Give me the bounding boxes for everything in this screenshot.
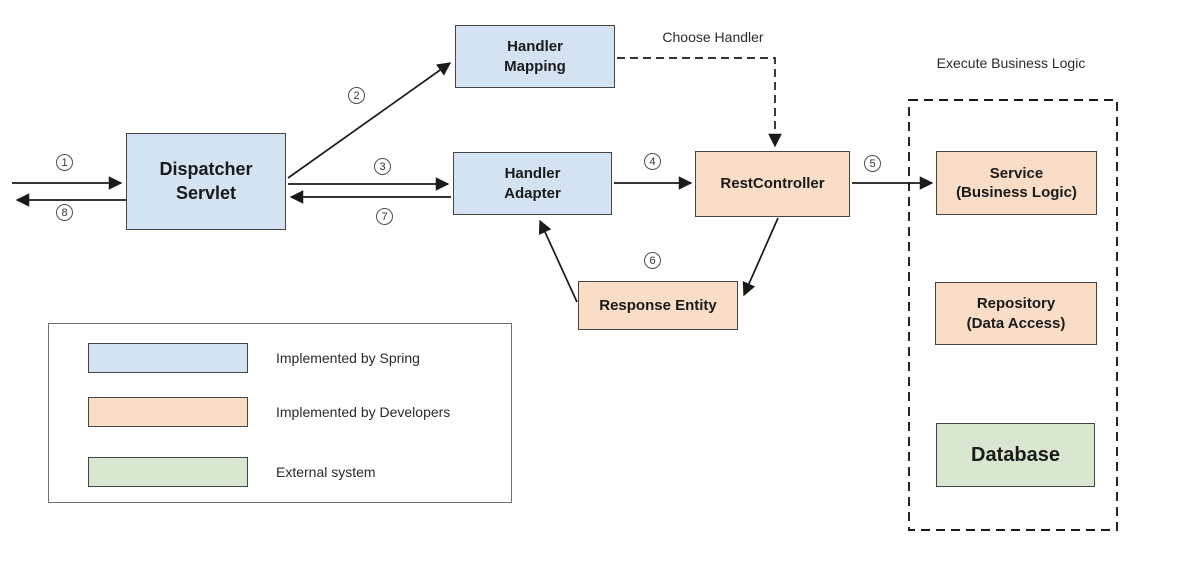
node-response-entity: Response Entity <box>578 281 738 330</box>
node-database: Database <box>936 423 1095 487</box>
node-dispatcher-servlet: Dispatcher Servlet <box>126 133 286 230</box>
legend: Implemented by Spring Implemented by Dev… <box>48 323 512 503</box>
step-marker-7: 7 <box>376 208 393 225</box>
step-marker-4: 4 <box>644 153 661 170</box>
choose-handler-label: Choose Handler <box>662 29 764 45</box>
legend-label-spring: Implemented by Spring <box>276 350 420 366</box>
arrow-step-6-to-response-entity <box>742 217 779 297</box>
node-handler-mapping: Handler Mapping <box>455 25 615 88</box>
arrow-step-2-to-handler-mapping <box>287 62 452 179</box>
node-rest-controller: RestController <box>695 151 850 217</box>
execute-business-logic-label: Execute Business Logic <box>936 55 1086 71</box>
legend-label-developer: Implemented by Developers <box>276 404 451 420</box>
node-handler-adapter: Handler Adapter <box>453 152 612 215</box>
arrow-step-6-to-handler-adapter <box>538 219 578 303</box>
step-marker-6: 6 <box>644 252 661 269</box>
legend-label-external: External system <box>276 464 376 480</box>
legend-swatch-external <box>88 457 248 487</box>
step-marker-3: 3 <box>374 158 391 175</box>
node-service: Service (Business Logic) <box>936 151 1097 215</box>
dashed-arrow-choose-handler <box>617 57 782 148</box>
step-marker-2: 2 <box>348 87 365 104</box>
legend-swatch-developer <box>88 397 248 427</box>
node-repository: Repository (Data Access) <box>935 282 1097 345</box>
legend-swatch-spring <box>88 343 248 373</box>
step-marker-1: 1 <box>56 154 73 171</box>
step-marker-5: 5 <box>864 155 881 172</box>
execute-business-logic-group-border <box>908 99 1118 531</box>
step-marker-8: 8 <box>56 204 73 221</box>
